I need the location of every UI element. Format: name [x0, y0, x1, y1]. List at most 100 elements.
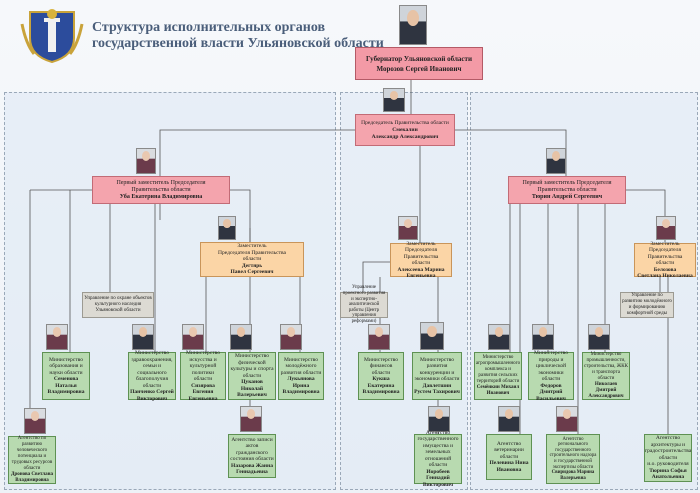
center-deputy-box: Заместитель Председателя Правительства о… — [390, 243, 452, 277]
right-ministry-2-name: Федоров Дмитрий Васильевич — [530, 383, 572, 403]
left-deputy-title-2: Правительства области — [131, 187, 190, 194]
right-deputy-photo — [546, 148, 566, 174]
chairman-name-l1: Смекалин — [392, 127, 417, 134]
governor-box: Губернатор Ульяновской области Морозов С… — [355, 47, 483, 80]
left-ministry-2: Министерство здравоохранения, семьи и со… — [128, 352, 176, 400]
right-subdeputy-title-2: Председателя Правительства — [636, 247, 694, 260]
center-deputy-name-2: Евгеньевна — [407, 273, 436, 280]
left-deputy-name: Уба Екатерина Владимировна — [120, 194, 203, 201]
center-ministry-1-photo — [368, 324, 390, 350]
right-ministry-2-text: Министерство природы и циклической эконо… — [530, 350, 572, 383]
right-agency-2-photo — [556, 406, 578, 432]
left-agency-1: Агентство по развитию человеческого поте… — [8, 436, 56, 484]
left-ministry-2-text: Министерство здравоохранения, семьи и со… — [130, 350, 174, 389]
left-ministry-4-text: Министерство физической культуры и спорт… — [230, 353, 274, 379]
right-deputy-title-1: Первый заместитель Председателя — [522, 180, 611, 187]
center-agency: Агентство государственного имущества и з… — [414, 434, 462, 484]
page-title: Структура исполнительных органов государ… — [92, 20, 384, 52]
center-grey-office: Управление проектного развития и эксперт… — [340, 292, 388, 318]
governor-title: Губернатор Ульяновской области — [366, 54, 472, 64]
left-ministry-3-name: Сизярова Евгения Евгеньевна — [182, 383, 224, 403]
right-subdeputy-box: Заместитель Председателя Правительства о… — [634, 243, 696, 277]
right-ministry-2: Министерство природы и циклической эконо… — [528, 352, 574, 400]
center-agency-name: Иоробеев Геннадий Викторович — [416, 469, 460, 489]
center-agency-photo — [428, 406, 450, 432]
right-deputy-name: Тюрин Андрей Сергеевич — [532, 194, 602, 201]
left-ministry-2-name: Панченко Сергей Викторович — [130, 389, 174, 402]
right-ministry-3-text: Министерство промышленности, строительст… — [584, 352, 628, 382]
right-agency-2-text: Агентство регионального государственного… — [548, 437, 598, 471]
left-ministry-5-name: Лукьянова Ирина Владимировна — [280, 376, 322, 396]
chairman-photo — [383, 88, 405, 112]
right-agency-3-text: Агентство архитектуры и градостроительст… — [645, 435, 691, 461]
center-ministry-2-text: Министерство развития конкуренции и экон… — [414, 357, 460, 383]
left-ministry-4-photo — [230, 324, 252, 350]
title-line-2: государственной власти Ульяновской облас… — [92, 36, 384, 52]
right-subdeputy-photo — [656, 216, 676, 240]
chairman-title: Председатель Правительства области — [361, 120, 449, 127]
title-line-1: Структура исполнительных органов — [92, 20, 384, 36]
left-ministry-4-name: Цуканов Николай Валерьевич — [230, 379, 274, 399]
right-ministry-1-name: Семёнкин Михаил Иванович — [476, 385, 520, 397]
right-ministry-1-text: Министерство агропромышленного комплекса… — [476, 355, 520, 385]
left-agency-2-text: Агентство записи актов гражданского сост… — [230, 437, 274, 463]
left-ministry-5-text: Министерство молодёжного развития област… — [280, 357, 322, 377]
center-grey-office-text: Управление проектного развития и эксперт… — [342, 285, 386, 324]
right-grey-office-text: Управление по развитию молодёжного и фор… — [622, 293, 672, 317]
right-deputy-title-2: Правительства области — [537, 187, 596, 194]
right-ministry-3-name: Николаев Дмитрий Александрович — [584, 382, 628, 400]
governor-name: Морозов Сергей Иванович — [377, 64, 462, 74]
right-subdeputy-name-2: Светлана Николаевна — [637, 273, 692, 280]
right-ministry-1-photo — [488, 324, 510, 350]
left-ministry-1-name: Семенова Наталья Владимировна — [44, 376, 88, 396]
left-subdeputy-photo — [218, 216, 236, 240]
governor-photo — [399, 5, 427, 45]
right-agency-3: Агентство архитектуры и градостроительст… — [644, 434, 692, 482]
left-deputy-box: Первый заместитель Председателя Правител… — [92, 176, 230, 204]
left-grey-office: Управление по охране объектов культурног… — [82, 292, 154, 318]
left-deputy-photo — [136, 148, 156, 174]
center-ministry-2-photo — [420, 322, 444, 350]
left-ministry-5-photo — [280, 324, 302, 350]
center-ministry-1: Министерство финансов области Кукша Екат… — [358, 352, 404, 400]
left-agency-2-name: Назарова Жанна Геннадьевна — [230, 463, 274, 476]
center-ministry-2-name: Давлетшин Рустем Тахирович — [414, 383, 460, 396]
left-subdeputy-name-2: Павел Сергеевич — [231, 269, 274, 276]
left-agency-2: Агентство записи актов гражданского сост… — [228, 434, 276, 478]
left-ministry-1-text: Министерство образования и науки области — [44, 357, 88, 377]
left-ministry-1-photo — [46, 324, 68, 350]
chairman-name-l2: Александр Александрович — [372, 134, 439, 141]
center-deputy-photo — [398, 216, 418, 240]
left-agency-2-photo — [240, 406, 262, 432]
left-ministry-1: Министерство образования и науки области… — [42, 352, 90, 400]
right-agency-1-name: Пелевина Нина Ивановна — [488, 460, 530, 473]
left-ministry-5: Министерство молодёжного развития област… — [278, 352, 324, 400]
center-ministry-1-text: Министерство финансов области — [360, 357, 402, 377]
left-ministry-2-photo — [132, 324, 154, 350]
right-agency-1: Агентство ветеринарии области Пелевина Н… — [486, 434, 532, 480]
right-ministry-3-photo — [588, 324, 610, 350]
right-ministry-3: Министерство промышленности, строительст… — [582, 352, 630, 400]
left-grey-office-text: Управление по охране объектов культурног… — [84, 296, 152, 314]
right-deputy-box: Первый заместитель Председателя Правител… — [508, 176, 626, 204]
right-agency-1-photo — [498, 406, 520, 432]
left-ministry-4: Министерство физической культуры и спорт… — [228, 352, 276, 400]
ulyanovsk-coat-of-arms-icon — [20, 4, 84, 66]
right-agency-2-name: Свиридова Марина Валерьевна — [548, 470, 598, 481]
left-ministry-3: Министерство искусства и культурной поли… — [180, 352, 226, 400]
center-ministry-2: Министерство развития конкуренции и экон… — [412, 352, 462, 400]
center-agency-text: Агентство государственного имущества и з… — [416, 430, 460, 469]
chairman-box: Председатель Правительства области Смека… — [355, 114, 455, 146]
left-deputy-title-1: Первый заместитель Председателя — [116, 180, 205, 187]
left-agency-1-photo — [24, 408, 46, 434]
left-subdeputy-box: Заместитель Председателя Правительства о… — [200, 242, 304, 277]
right-agency-3-name-2: Тюрина Софья Анатольевна — [646, 468, 690, 481]
center-ministry-1-name: Кукша Екатерина Владимировна — [360, 376, 402, 396]
left-ministry-3-text: Министерство искусства и культурной поли… — [182, 350, 224, 383]
left-agency-1-text: Агентство по развитию человеческого поте… — [10, 436, 54, 472]
right-agency-1-text: Агентство ветеринарии области — [488, 441, 530, 461]
left-ministry-3-photo — [182, 324, 204, 350]
right-grey-office: Управление по развитию молодёжного и фор… — [620, 292, 674, 318]
left-agency-1-name: Дронова Светлана Владимировна — [10, 472, 54, 484]
